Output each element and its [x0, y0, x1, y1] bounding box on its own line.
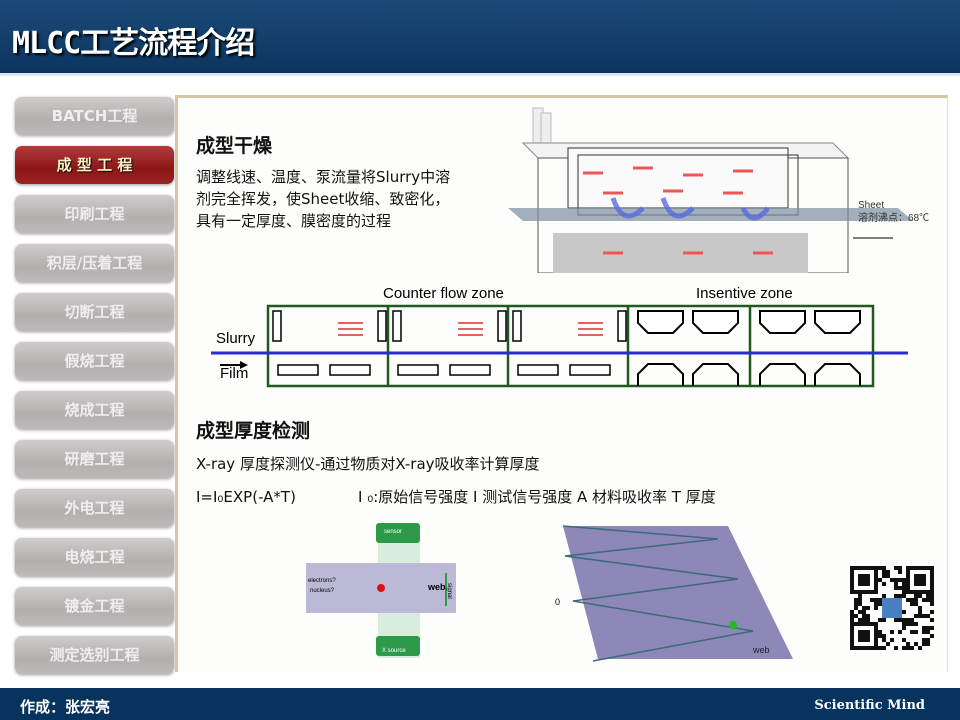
- nozzle-shape: [272, 310, 282, 342]
- sidebar-item-sintering[interactable]: 烧成工程: [15, 391, 174, 429]
- section-title-thickness: 成型厚度检测: [196, 420, 311, 442]
- desc-line: 调整线速、温度、泵流量将Slurry中溶: [196, 168, 451, 186]
- page-title: MLCC工艺流程介绍: [12, 26, 255, 61]
- drying-description: 调整线速、温度、泵流量将Slurry中溶 剂完全挥发，使Sheet收缩、致密化，…: [196, 166, 516, 232]
- sidebar: BATCH工程 成 型 工 程 印刷工程 积层/压着工程 切断工程 假烧工程 烧…: [15, 97, 174, 685]
- web-label: web: [427, 582, 446, 592]
- dryer-diagram: Sheet 溶剂沸点：68℃: [508, 107, 929, 273]
- sheet-label: Sheet: [858, 200, 884, 211]
- sidebar-item-printing[interactable]: 印刷工程: [15, 195, 174, 233]
- sidebar-item-termination[interactable]: 外电工程: [15, 489, 174, 527]
- desc-line: 剂完全挥发，使Sheet收缩、致密化，: [196, 190, 450, 208]
- source-label: X source: [382, 648, 406, 654]
- heater-shape: [692, 310, 739, 334]
- qr-code[interactable]: [850, 566, 934, 650]
- nozzle-shape: [497, 310, 507, 342]
- nozzle-shape: [512, 310, 522, 342]
- sidebar-item-plating[interactable]: 镀金工程: [15, 587, 174, 625]
- header: MLCC工艺流程介绍: [0, 0, 960, 76]
- heater-shape: [692, 363, 739, 386]
- sidebar-item-testing[interactable]: 测定选别工程: [15, 636, 174, 674]
- formula-legend: I ₀:原始信号强度 I 测试信号强度 A 材料吸收率 T 厚度: [358, 488, 716, 506]
- scan-path-diagram: 0 web: [555, 525, 793, 662]
- signal-label: signal: [446, 583, 452, 599]
- insentive-zone-label: Insentive zone: [696, 285, 793, 302]
- sidebar-item-cutting[interactable]: 切断工程: [15, 293, 174, 331]
- heater-shape: [814, 310, 861, 334]
- section-title-drying: 成型干燥: [196, 135, 273, 157]
- formula: I=I₀EXP(-A*T): [196, 488, 296, 506]
- scan-web-label: web: [752, 645, 770, 655]
- nozzle-shape: [449, 364, 491, 376]
- sidebar-item-burnout[interactable]: 假烧工程: [15, 342, 174, 380]
- footer: 作成：张宏亮 Scientific Mind: [0, 688, 960, 720]
- heater-shape: [637, 310, 684, 334]
- nozzle-shape: [569, 364, 611, 376]
- film-label: Film: [220, 365, 248, 382]
- sidebar-item-batch[interactable]: BATCH工程: [15, 97, 174, 135]
- zero-label: 0: [555, 597, 560, 607]
- slurry-label: Slurry: [216, 330, 256, 347]
- sidebar-item-stacking[interactable]: 积层/压着工程: [15, 244, 174, 282]
- xray-gauge-diagram: sensor X source electrons? nucleus? web …: [306, 523, 456, 658]
- content-panel: 成型干燥 调整线速、温度、泵流量将Slurry中溶 剂完全挥发，使Sheet收缩…: [175, 95, 948, 672]
- electrons-label: electrons?: [308, 578, 336, 584]
- drying-zone-diagram: Counter flow zone Insentive zone Slurry …: [211, 285, 908, 388]
- heater-shape: [814, 363, 861, 386]
- sensor-label: sensor: [384, 529, 402, 535]
- heater-shape: [637, 363, 684, 386]
- boiling-point-label: 溶剂沸点：68℃: [858, 211, 929, 224]
- nozzle-shape: [329, 364, 371, 376]
- sidebar-item-grinding[interactable]: 研磨工程: [15, 440, 174, 478]
- sidebar-item-firing[interactable]: 电烧工程: [15, 538, 174, 576]
- nozzle-shape: [377, 310, 387, 342]
- heater-shape: [759, 310, 806, 334]
- author-label: 作成：张宏亮: [20, 698, 111, 716]
- counter-flow-zone-label: Counter flow zone: [383, 285, 504, 302]
- nozzle-shape: [617, 310, 627, 342]
- nozzle-shape: [517, 364, 559, 376]
- sidebar-item-forming[interactable]: 成 型 工 程: [15, 146, 174, 184]
- nucleus-label: nucleus?: [310, 588, 335, 594]
- nozzle-shape: [392, 310, 402, 342]
- desc-line: 具有一定厚度、膜密度的过程: [196, 212, 392, 230]
- brand-label: Scientific Mind: [814, 698, 925, 713]
- nozzle-shape: [397, 364, 439, 376]
- heater-shape: [759, 363, 806, 386]
- xray-description: X-ray 厚度探测仪-通过物质对X-ray吸收率计算厚度: [196, 455, 540, 473]
- qr-logo: [882, 598, 902, 618]
- nozzle-shape: [277, 364, 319, 376]
